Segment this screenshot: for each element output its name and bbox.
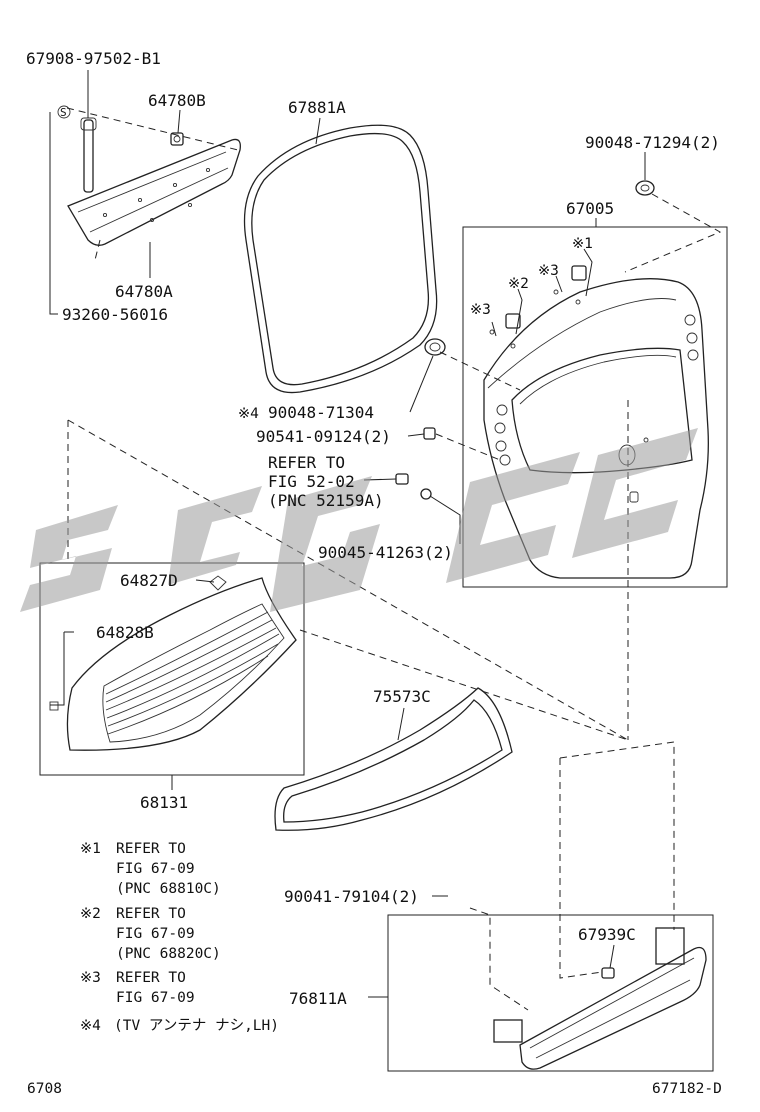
glass-molding-part	[274, 687, 513, 831]
label-67005: 67005	[566, 199, 614, 218]
refer-fig-52-line1: REFER TO	[268, 453, 345, 472]
callout-mark-3-top: ※3	[538, 263, 559, 279]
label-68131: 68131	[140, 793, 188, 812]
note-3-line1: REFER TO	[116, 970, 186, 986]
back-glass-part	[49, 575, 297, 751]
refer-fig-52-line2: FIG 52-02	[268, 472, 355, 491]
footer-right-code: 677182-D	[652, 1081, 722, 1097]
label-64780b: 64780B	[148, 91, 206, 110]
grommet-top-part	[635, 180, 655, 196]
clip-part	[170, 132, 184, 146]
note-4-mark: ※4	[80, 1018, 101, 1034]
note-3-mark: ※3	[80, 970, 101, 986]
label-76811a: 76811A	[289, 989, 347, 1008]
note-4-line1: (TV アンテナ ナシ,LH)	[114, 1018, 279, 1034]
callout-mark-3-lower: ※3	[470, 302, 491, 318]
back-door-panel-box	[462, 226, 728, 588]
callout-mark-2: ※2	[508, 276, 529, 292]
clip-small-part	[420, 488, 432, 500]
label-67939c: 67939C	[578, 925, 636, 944]
screw-marker-label: S	[60, 106, 67, 119]
label-64827d: 64827D	[120, 571, 178, 590]
note-3-line2: FIG 67-09	[116, 990, 195, 1006]
leader-lines	[49, 70, 646, 998]
label-64780a: 64780A	[115, 282, 173, 301]
note-1-mark: ※1	[80, 841, 101, 857]
footer-left-code: 6708	[27, 1081, 62, 1097]
note-2-mark: ※2	[80, 906, 101, 922]
notes-block: ※1 REFER TO FIG 67-09 (PNC 68810C) ※2 RE…	[80, 841, 279, 1034]
refer-fig-52-line3: (PNC 52159A)	[268, 491, 384, 510]
garnish-box	[387, 914, 714, 1072]
bracket-part	[80, 117, 97, 193]
callout-mark-1: ※1	[572, 236, 593, 252]
watermark	[20, 428, 698, 612]
note-1-line2: FIG 67-09	[116, 861, 195, 877]
note-2-line1: REFER TO	[116, 906, 186, 922]
label-90541-09124: 90541-09124(2)	[256, 427, 391, 446]
label-64828b: 64828B	[96, 623, 154, 642]
note-2-line3: (PNC 68820C)	[116, 946, 221, 962]
label-90045-41263: 90045-41263(2)	[318, 543, 453, 562]
label-90048-71304: 90048-71304	[268, 403, 374, 422]
nut-part	[423, 427, 436, 440]
garnish-part	[493, 927, 707, 1070]
screw-marker: S	[57, 105, 71, 119]
label-90041-79104: 90041-79104(2)	[284, 887, 419, 906]
label-67908-97502-b1: 67908-97502-B1	[26, 49, 161, 68]
label-90048-71294: 90048-71294(2)	[585, 133, 720, 152]
grommet-part	[424, 338, 446, 356]
label-67881a: 67881A	[288, 98, 346, 117]
assembly-lines	[66, 107, 722, 1011]
rear-spoiler-part	[67, 138, 241, 246]
label-75573c: 75573C	[373, 687, 431, 706]
label-93260-56016: 93260-56016	[62, 305, 168, 324]
bolt-part	[395, 473, 409, 485]
weatherstrip-part	[243, 124, 438, 394]
note-1-line3: (PNC 68810C)	[116, 881, 221, 897]
note-1-line1: REFER TO	[116, 841, 186, 857]
mark-4: ※4	[238, 406, 259, 422]
note-2-line2: FIG 67-09	[116, 926, 195, 942]
